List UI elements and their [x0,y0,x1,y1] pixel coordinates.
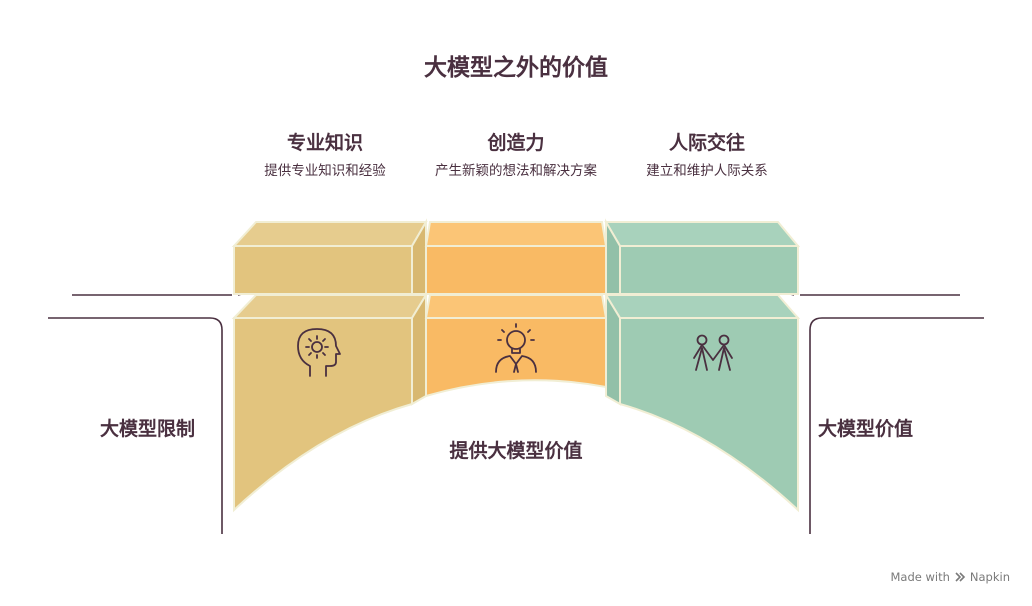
left-label: 大模型限制 [100,418,196,440]
diagram-title: 大模型之外的价值 [424,55,608,81]
arch-block-interpersonal [604,291,801,513]
brand-name: Napkin [969,570,1010,584]
center-label: 提供大模型价值 [449,440,583,462]
upper-block-interpersonal [604,218,801,295]
pillar-description-interpersonal: 建立和维护人际关系 [646,163,768,179]
pillar-heading-creativity: 创造力 [487,132,545,154]
left-cliff-lines [48,289,249,534]
pillar-description-expertise: 提供专业知识和经验 [264,163,386,179]
head-gear-icon [297,328,341,377]
brand-footer[interactable]: Made with Napkin [891,570,1011,584]
lightbulb-person-icon [495,323,537,373]
right-label: 大模型价值 [818,418,914,440]
pillar-description-creativity: 产生新颖的想法和解决方案 [435,163,597,179]
upper-block-expertise [231,218,428,295]
napkin-logo-icon [955,572,966,582]
people-holding-hands-icon [693,334,733,371]
right-cliff-lines [783,289,984,534]
brand-prefix: Made with [890,570,950,584]
upper-block-creativity [424,221,608,295]
arch-block-expertise [231,291,428,513]
pillar-heading-interpersonal: 人际交往 [668,132,745,154]
pillar-heading-expertise: 专业知识 [286,132,363,154]
arch-block-creativity [424,294,608,398]
